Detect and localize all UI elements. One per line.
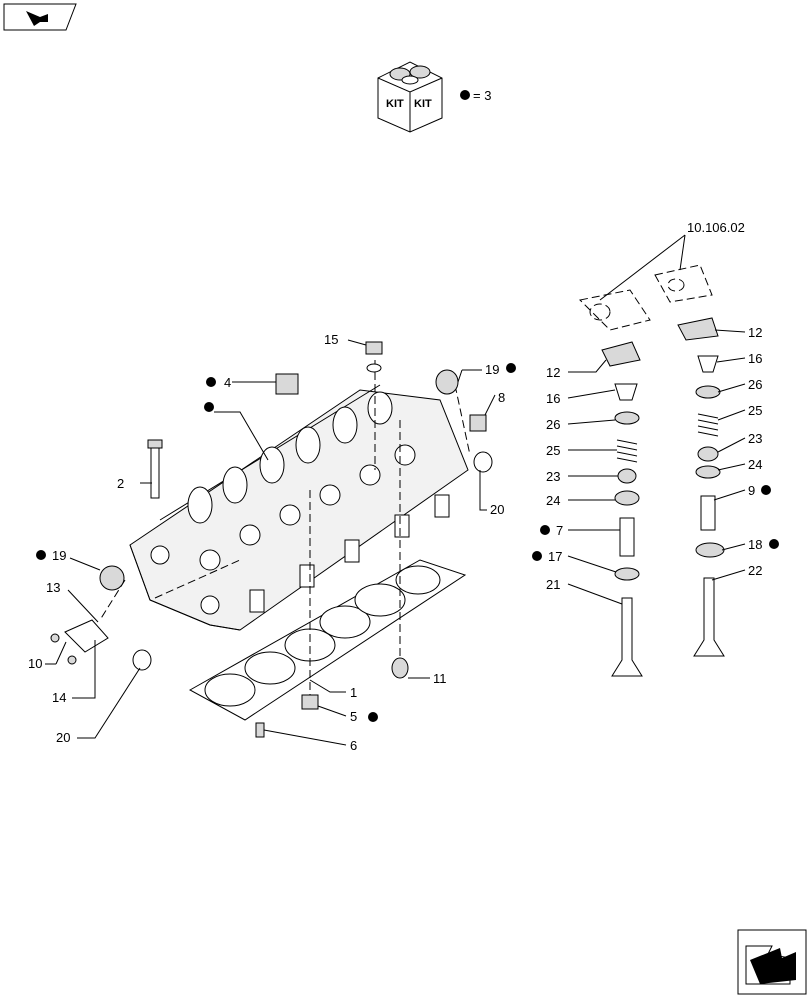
callout-18: 18 <box>748 537 762 552</box>
cylinder-head <box>129 384 469 631</box>
callout-25-left: 25 <box>546 443 560 458</box>
stud-6 <box>255 722 265 738</box>
bolt-2 <box>147 439 163 499</box>
callout-10: 10 <box>28 656 42 671</box>
kit-legend-text: = 3 <box>473 88 491 103</box>
callout-16-left: 16 <box>546 391 560 406</box>
back-nav-button[interactable] <box>3 3 77 31</box>
cup-4 <box>275 373 299 395</box>
callout-4: 4 <box>224 375 231 390</box>
callout-14: 14 <box>52 690 66 705</box>
seal-19-top <box>435 369 459 395</box>
dowel-5 <box>301 694 319 710</box>
kit-dot-head <box>204 402 214 412</box>
rocker-arm-left <box>578 289 651 331</box>
callout-22: 22 <box>748 563 762 578</box>
callout-9: 9 <box>748 483 755 498</box>
valve-stack-right <box>677 317 725 657</box>
screws-10 <box>50 633 77 665</box>
cover-14 <box>64 619 109 653</box>
callout-17: 17 <box>548 549 562 564</box>
callout-23-right: 23 <box>748 431 762 446</box>
callout-13: 13 <box>46 580 60 595</box>
callout-26-right: 26 <box>748 377 762 392</box>
kit-dot-5 <box>368 712 378 722</box>
callout-7: 7 <box>556 523 563 538</box>
kit-legend-dot <box>460 90 470 100</box>
kit-dot-19-top <box>506 363 516 373</box>
callout-25-right: 25 <box>748 403 762 418</box>
callout-21: 21 <box>546 577 560 592</box>
callout-15: 15 <box>324 332 338 347</box>
arrow-next-icon <box>745 945 796 985</box>
bush-8 <box>469 414 487 432</box>
arrow-left-icon <box>26 11 48 26</box>
kit-dot-18 <box>769 539 779 549</box>
callout-1: 1 <box>350 685 357 700</box>
callout-26-left: 26 <box>546 417 560 432</box>
valve-stack-left <box>601 341 643 677</box>
callout-5: 5 <box>350 709 357 724</box>
kit-box-icon: KIT KIT <box>377 61 443 133</box>
callout-12-left: 12 <box>546 365 560 380</box>
cap-20-right <box>473 451 493 473</box>
callout-24-left: 24 <box>546 493 560 508</box>
callout-20-right: 20 <box>490 502 504 517</box>
kit-label-left: KIT <box>386 98 404 110</box>
callout-19-top: 19 <box>485 362 499 377</box>
callout-8: 8 <box>498 390 505 405</box>
kit-dot-4 <box>206 377 216 387</box>
reference-code: 10.106.02 <box>687 220 745 235</box>
callout-20-left: 20 <box>56 730 70 745</box>
callout-2: 2 <box>117 476 124 491</box>
kit-dot-19-left <box>36 550 46 560</box>
kit-dot-9 <box>761 485 771 495</box>
callout-6: 6 <box>350 738 357 753</box>
next-page-button[interactable] <box>737 929 807 995</box>
callout-16-right: 16 <box>748 351 762 366</box>
rocker-arm-right <box>654 264 713 303</box>
kit-dot-7 <box>540 525 550 535</box>
nut-11 <box>391 657 409 679</box>
plug-15 <box>365 341 383 373</box>
seal-19-left <box>99 565 125 591</box>
cap-20-left <box>132 649 152 671</box>
callout-11: 11 <box>433 671 447 686</box>
callout-23-left: 23 <box>546 469 560 484</box>
kit-label-right: KIT <box>414 98 432 110</box>
kit-dot-17 <box>532 551 542 561</box>
callout-24-right: 24 <box>748 457 762 472</box>
callout-19-left: 19 <box>52 548 66 563</box>
callout-12-right: 12 <box>748 325 762 340</box>
head-gasket <box>188 559 467 721</box>
